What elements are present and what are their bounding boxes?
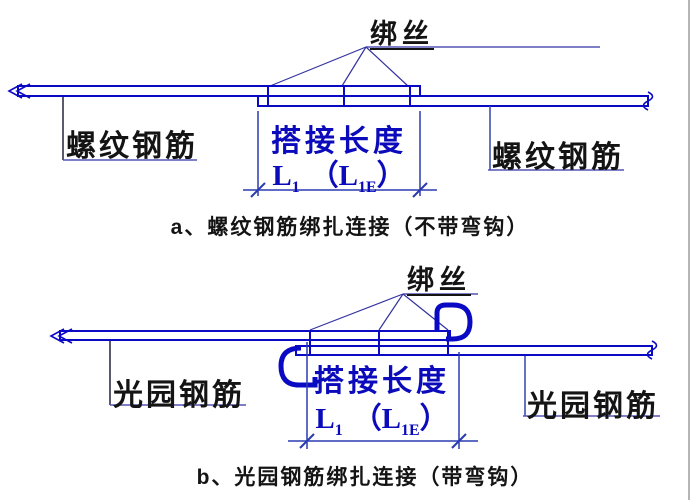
rebar-left-bar-b bbox=[59, 330, 451, 341]
binding-wire-ties-a bbox=[267, 86, 411, 106]
binding-wire-label-b: 绑丝 bbox=[407, 265, 471, 295]
diagram-caption-b: b、光园钢筋绑扎连接（带弯钩） bbox=[196, 466, 534, 489]
rebar-label-right-a: 螺纹钢筋 bbox=[492, 141, 624, 174]
rebar-right-bar-a bbox=[257, 95, 649, 107]
lap-length-label-a: 搭接长度 bbox=[271, 125, 407, 158]
rebar-label-left-a: 螺纹钢筋 bbox=[66, 130, 198, 163]
dimension-a bbox=[243, 111, 437, 198]
hook-upper-bar-b bbox=[434, 302, 473, 342]
diagram-caption-a: a、螺纹钢筋绑扎连接（不带弯钩） bbox=[170, 216, 530, 239]
lap-length-symbol-b: L1（L1E） bbox=[315, 403, 449, 439]
binding-wire-fan-b bbox=[309, 293, 449, 331]
rebar-label-left-b: 光园钢筋 bbox=[113, 379, 245, 412]
rebar-right-bar-b bbox=[295, 345, 653, 356]
dimension-b bbox=[288, 342, 478, 449]
binding-wire-fan-a bbox=[269, 46, 409, 87]
break-mark-right-a bbox=[642, 91, 654, 111]
break-mark-right-b bbox=[646, 340, 658, 360]
lap-length-label-b: 搭接长度 bbox=[314, 365, 450, 398]
break-mark-left-a bbox=[7, 83, 31, 99]
binding-wire-ties-b bbox=[309, 330, 449, 356]
rebar-label-right-b: 光园钢筋 bbox=[527, 390, 659, 423]
break-mark-left-b bbox=[49, 328, 73, 344]
binding-wire-label-a: 绑丝 bbox=[370, 19, 434, 49]
rebar-left-bar-a bbox=[17, 85, 421, 97]
lap-length-symbol-a: L1（L1E） bbox=[272, 160, 406, 196]
hook-lower-bar-b bbox=[278, 345, 318, 388]
